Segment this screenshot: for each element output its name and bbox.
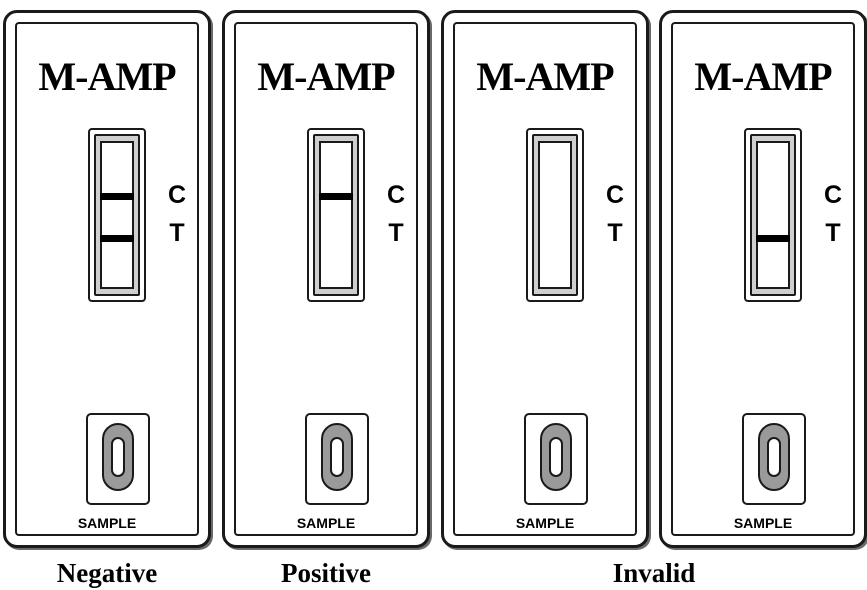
cassette-inner-border xyxy=(453,22,637,536)
sample-well-hole xyxy=(330,437,344,477)
result-window xyxy=(88,128,146,302)
result-window xyxy=(526,128,584,302)
control-band xyxy=(100,193,134,200)
test-cassette-3: M-AMP C T SAMPLE xyxy=(441,10,649,548)
sample-well-ring xyxy=(102,423,134,491)
sample-well-hole xyxy=(111,437,125,477)
control-mark: C xyxy=(167,181,187,209)
cassette-inner-border xyxy=(671,22,855,536)
test-mark: T xyxy=(607,219,623,247)
sample-label: SAMPLE xyxy=(733,515,793,531)
brand-label: M-AMP xyxy=(257,54,395,99)
test-cassette-2: M-AMP C T SAMPLE xyxy=(222,10,430,548)
sample-well-hole xyxy=(767,437,781,477)
control-mark: C xyxy=(605,181,625,209)
sample-label: SAMPLE xyxy=(77,515,137,531)
test-cassette-1: M-AMP C T SAMPLE xyxy=(3,10,211,548)
sample-well xyxy=(86,413,150,505)
brand-label: M-AMP xyxy=(476,54,614,99)
test-band xyxy=(756,235,790,242)
caption-positive: Positive xyxy=(281,558,371,588)
result-window xyxy=(307,128,365,302)
test-strip xyxy=(100,141,134,289)
sample-well xyxy=(524,413,588,505)
sample-well xyxy=(742,413,806,505)
control-mark: C xyxy=(386,181,406,209)
sample-label: SAMPLE xyxy=(515,515,575,531)
test-cassette-4: M-AMP C T SAMPLE xyxy=(659,10,867,548)
test-band xyxy=(100,235,134,242)
cassette-inner-border xyxy=(234,22,418,536)
result-window-frame xyxy=(313,134,359,296)
test-mark: T xyxy=(169,219,185,247)
cassette-inner-border xyxy=(15,22,199,536)
brand-label: M-AMP xyxy=(38,54,176,99)
sample-well xyxy=(305,413,369,505)
sample-label: SAMPLE xyxy=(296,515,356,531)
sample-well-hole xyxy=(549,437,563,477)
control-band xyxy=(319,193,353,200)
result-window-frame xyxy=(94,134,140,296)
test-strip xyxy=(319,141,353,289)
brand-label: M-AMP xyxy=(694,54,832,99)
result-window xyxy=(744,128,802,302)
control-mark: C xyxy=(823,181,843,209)
test-mark: T xyxy=(825,219,841,247)
sample-well-ring xyxy=(321,423,353,491)
caption-negative: Negative xyxy=(56,558,158,588)
caption-invalid: Invalid xyxy=(612,558,696,588)
result-window-frame xyxy=(750,134,796,296)
sample-well-ring xyxy=(540,423,572,491)
test-strip xyxy=(538,141,572,289)
result-window-frame xyxy=(532,134,578,296)
test-strip xyxy=(756,141,790,289)
sample-well-ring xyxy=(758,423,790,491)
test-mark: T xyxy=(388,219,404,247)
